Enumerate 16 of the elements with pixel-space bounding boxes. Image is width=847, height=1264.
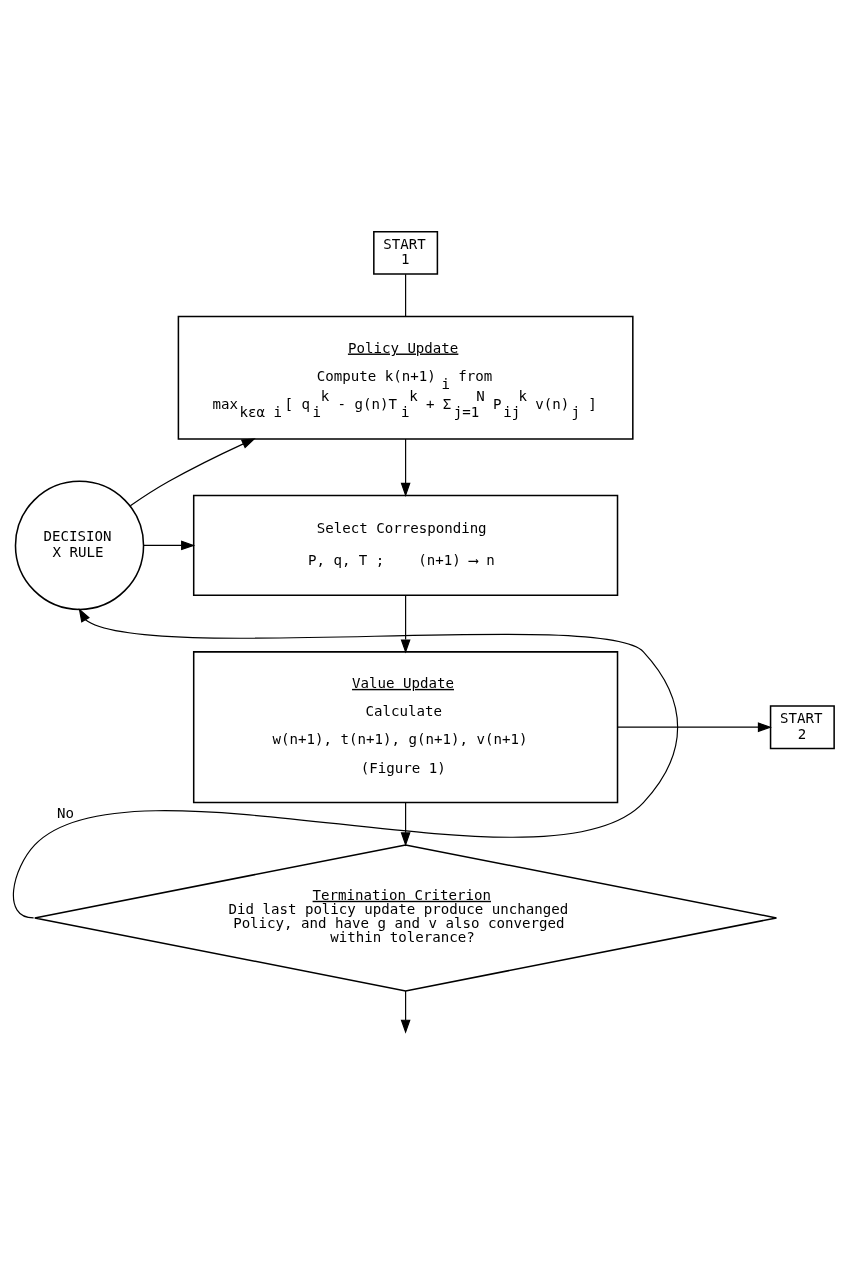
node-box: Select Corresponding P, q, T ; (n+1) ⟶ n [192, 494, 619, 596]
edge-label: No [57, 804, 75, 821]
connector [405, 273, 407, 317]
node-box: Value Update Calculate w(n+1), t(n+1), g(n+1), v(n+1) (Figure 1) [192, 650, 619, 803]
arrow [616, 721, 772, 732]
node-diamond: Termination Criterion Did last policy update produce unchanged Policy, and have g and v also converged within tolerance? [34, 843, 778, 992]
arrow [400, 437, 411, 497]
arrow [400, 989, 411, 1034]
arrow [400, 801, 411, 846]
arrow [143, 539, 196, 550]
node-box: START 2 [769, 704, 835, 749]
node-circle: DECISION X RULE [14, 480, 145, 610]
arrow [129, 437, 256, 506]
node-box: START 1 [373, 230, 439, 275]
arrow [400, 594, 411, 654]
arrow [12, 607, 679, 918]
